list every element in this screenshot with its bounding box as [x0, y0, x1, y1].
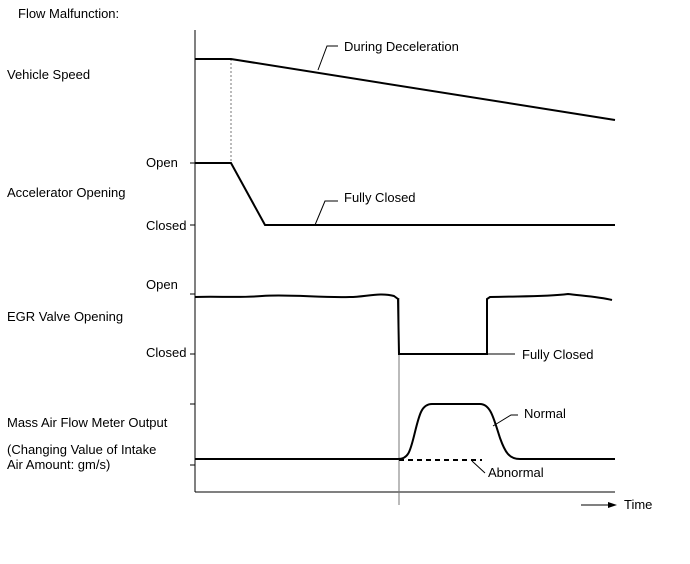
- accelerator-closed-label: Closed: [146, 218, 186, 233]
- normal-leader: [492, 414, 518, 427]
- mass-air-flow-label: Mass Air Flow Meter Output: [7, 415, 168, 430]
- time-arrow-head: [608, 502, 617, 508]
- egr-valve-opening-label: EGR Valve Opening: [7, 309, 123, 324]
- vehicle-speed-trace: [195, 58, 616, 121]
- egr-fully-closed-annotation: Fully Closed: [522, 347, 594, 362]
- normal-annotation: Normal: [524, 406, 566, 421]
- mass-air-flow-sublabel-1: (Changing Value of Intake: [7, 442, 156, 457]
- during-deceleration-leader: [317, 45, 338, 71]
- maf-normal-trace: [195, 403, 615, 460]
- during-deceleration-annotation: During Deceleration: [344, 39, 459, 54]
- accelerator-opening-label: Accelerator Opening: [7, 185, 126, 200]
- time-label: Time: [624, 497, 652, 512]
- mass-air-flow-sublabel-2: Air Amount: gm/s): [7, 457, 110, 472]
- accelerator-open-label: Open: [146, 155, 178, 170]
- egr-closed-label: Closed: [146, 345, 186, 360]
- abnormal-annotation: Abnormal: [488, 465, 544, 480]
- diagram-title: Flow Malfunction:: [18, 6, 119, 21]
- vehicle-speed-label: Vehicle Speed: [7, 67, 90, 82]
- egr-valve-trace: [194, 292, 613, 355]
- accelerator-opening-trace: [195, 162, 615, 226]
- accelerator-fully-closed-leader: [314, 200, 338, 226]
- accelerator-fully-closed-annotation: Fully Closed: [344, 190, 416, 205]
- axis-ticks: [190, 162, 195, 466]
- egr-open-label: Open: [146, 277, 178, 292]
- abnormal-leader: [471, 460, 486, 474]
